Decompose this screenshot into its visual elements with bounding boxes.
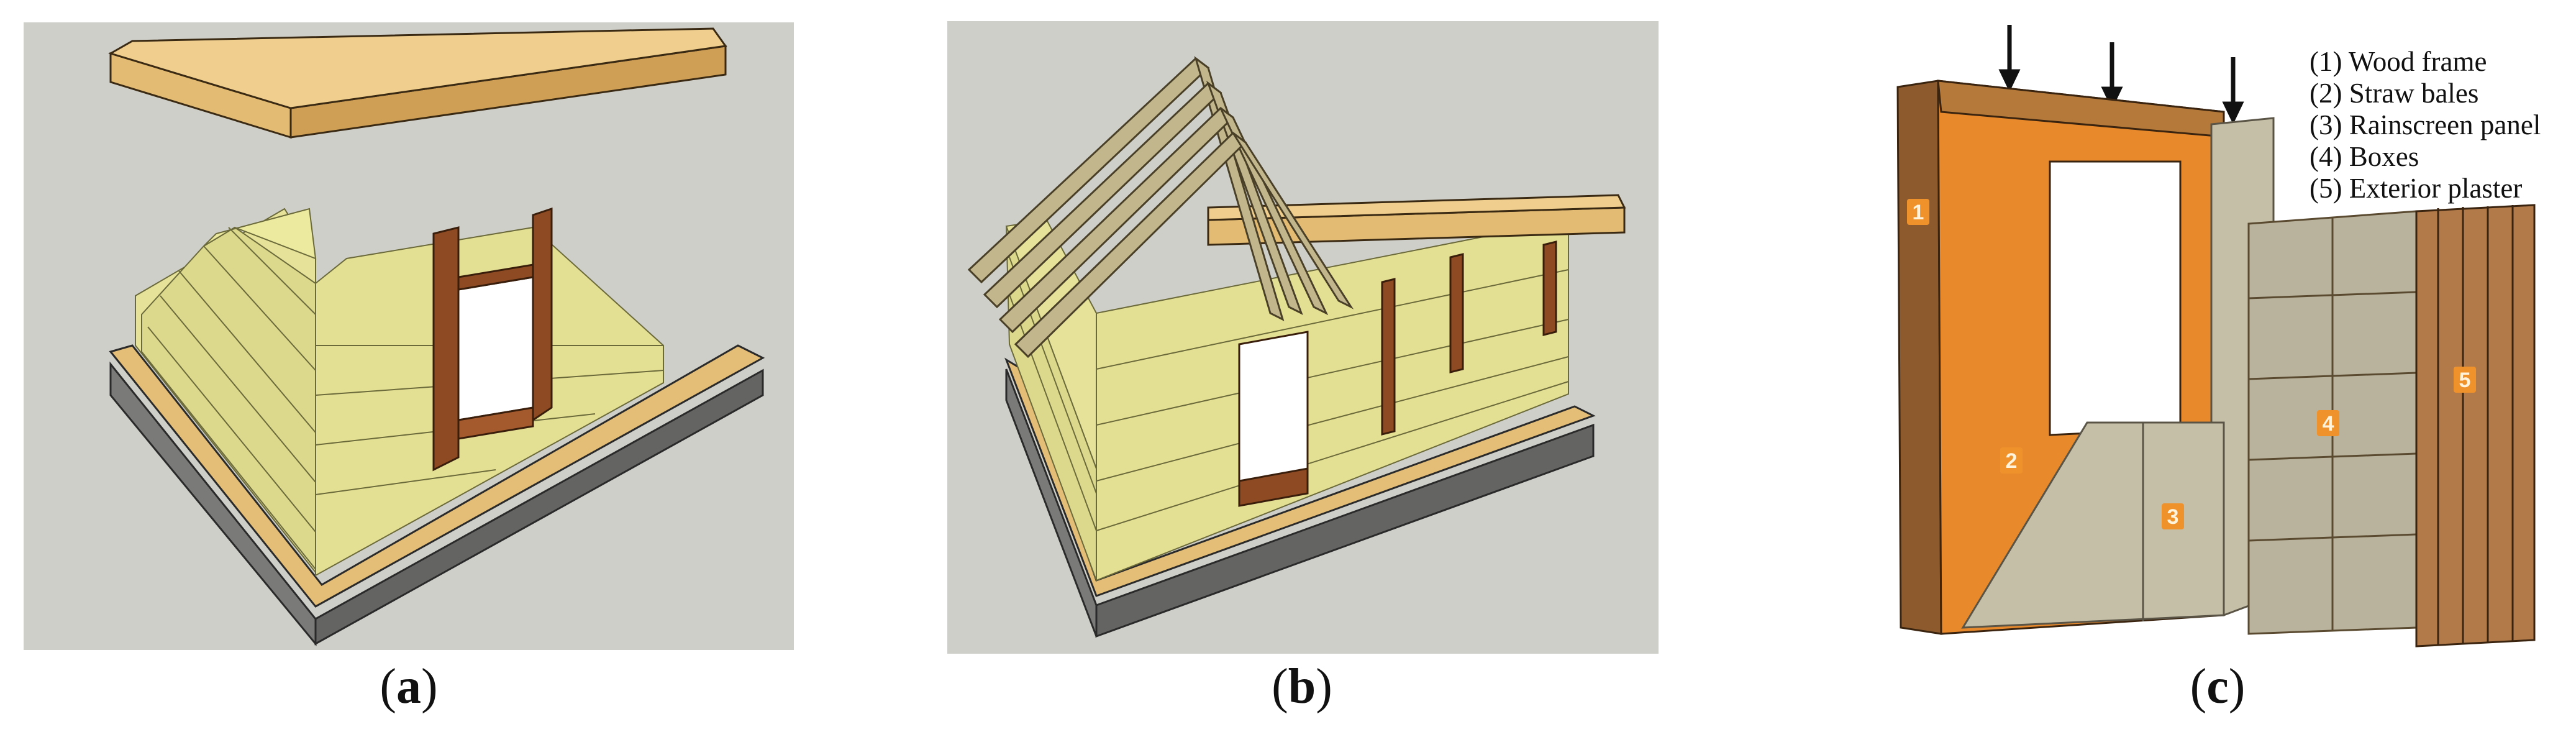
straw-bale-wall-left [135,208,317,574]
load-arrows [1998,25,2244,125]
panel-a-illustration [24,22,794,650]
panel-b-illustration [947,21,1659,654]
panel-a [24,22,794,650]
exterior-plaster-wall [2415,204,2536,647]
top-plate-beam [108,27,727,139]
badge-2: 2 [2000,447,2023,474]
badge-4: 4 [2317,410,2339,436]
caption-b: (b) [1272,659,1332,714]
panel-c-illustration: 1 2 3 4 5 [1896,25,2536,647]
top-plate-beam [1207,194,1626,246]
legend-item-rainscreen-panel: (3) Rainscreen panel [2310,109,2541,140]
window-frame [432,207,553,472]
window-frames [1238,240,1557,507]
badge-1: 1 [1907,199,1929,225]
svg-text:1: 1 [1913,201,1924,224]
panel-c: 1 2 3 4 5 [1876,19,2559,659]
badge-3: 3 [2162,503,2184,529]
foundation [109,344,765,647]
legend-item-exterior-plaster: (5) Exterior plaster [2310,173,2523,204]
legend-item-boxes: (4) Boxes [2310,141,2419,172]
legend-item-wood-frame: (1) Wood frame [2310,46,2487,77]
svg-text:2: 2 [2006,449,2018,473]
legend-item-straw-bales: (2) Straw bales [2310,78,2479,109]
panel-b [947,21,1659,654]
badge-5: 5 [2454,367,2476,393]
svg-text:4: 4 [2323,412,2334,436]
caption-a: (a) [380,659,438,714]
foundation [1004,357,1596,638]
svg-text:3: 3 [2167,505,2179,529]
caption-c: (c) [2190,659,2246,714]
roof-rafters [967,56,1354,359]
svg-text:5: 5 [2459,368,2471,392]
component-legend: (1) Wood frame (2) Straw bales (3) Rains… [2310,46,2541,204]
